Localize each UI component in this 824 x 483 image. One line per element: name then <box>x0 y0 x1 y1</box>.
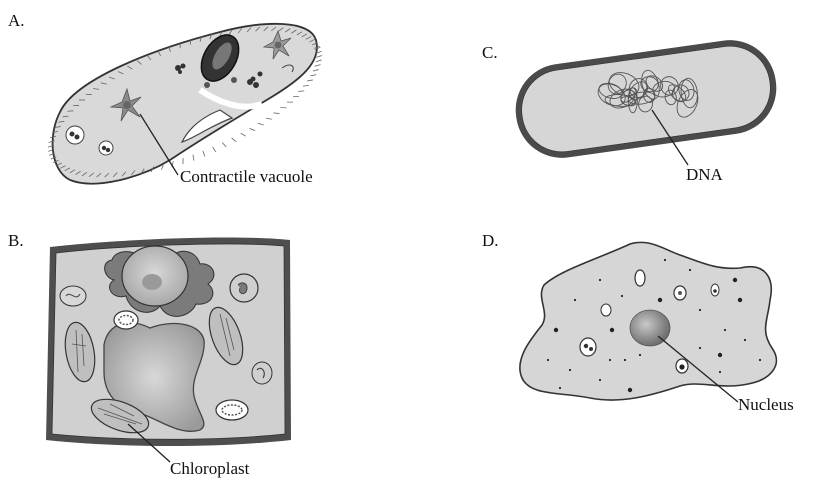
panel-d: D. Nucleus <box>482 231 794 414</box>
granule <box>658 298 662 302</box>
cilium <box>315 65 321 67</box>
nucleolus <box>142 274 162 290</box>
mitochondrion <box>252 362 272 384</box>
panel-c-letter: C. <box>482 43 498 62</box>
cilium <box>180 42 181 48</box>
cilium <box>190 39 191 45</box>
cilium <box>316 60 322 62</box>
cilium <box>258 123 264 125</box>
panel-b-letter: B. <box>8 231 24 250</box>
panel-a-letter: A. <box>8 11 25 30</box>
panel-a: A. <box>8 11 322 186</box>
granule <box>744 339 746 341</box>
nucleus-label: Nucleus <box>738 395 794 414</box>
granule <box>738 298 742 302</box>
bacterium-cell <box>510 34 783 164</box>
plant-cell <box>46 238 291 446</box>
cilium <box>222 143 226 147</box>
cilium <box>203 151 205 157</box>
mitochondrion <box>216 400 248 420</box>
granule <box>724 329 726 331</box>
paramecium-cell <box>48 24 322 184</box>
cilium <box>303 85 309 86</box>
granule <box>664 259 666 261</box>
panel-b: B. <box>8 231 291 478</box>
granule <box>574 299 576 301</box>
granule <box>569 369 571 371</box>
granule <box>621 295 623 297</box>
granule <box>689 269 691 271</box>
granule <box>609 359 611 361</box>
granule <box>719 371 721 373</box>
cilium <box>241 133 246 136</box>
granule <box>699 347 701 349</box>
granule <box>639 354 641 356</box>
granule <box>547 359 549 361</box>
granule <box>718 353 722 357</box>
chloroplast-label: Chloroplast <box>170 459 250 478</box>
granule <box>759 359 761 361</box>
cilium <box>298 91 304 92</box>
panel-d-letter: D. <box>482 231 499 250</box>
cilium <box>313 70 319 71</box>
panel-c: C. DNA <box>482 34 782 184</box>
cilium <box>266 118 272 119</box>
granule <box>559 387 561 389</box>
granule <box>599 279 601 281</box>
cilium <box>249 128 255 130</box>
dna-label: DNA <box>686 165 724 184</box>
granule <box>624 359 626 361</box>
cilium <box>316 55 322 57</box>
cilium <box>310 75 316 76</box>
granule <box>699 309 701 311</box>
amoeba-cell <box>520 242 777 400</box>
granule <box>554 328 558 332</box>
cilium <box>273 113 279 114</box>
granule <box>733 278 737 282</box>
cilium <box>193 155 194 161</box>
granule <box>628 388 632 392</box>
granule <box>610 328 614 332</box>
cilium <box>213 147 216 152</box>
cilium <box>232 138 237 142</box>
cytoplasm <box>517 41 776 157</box>
granule <box>599 379 601 381</box>
contractile-vacuole-label: Contractile vacuole <box>180 167 313 186</box>
mitochondrion <box>114 311 138 329</box>
cilium <box>307 80 313 81</box>
